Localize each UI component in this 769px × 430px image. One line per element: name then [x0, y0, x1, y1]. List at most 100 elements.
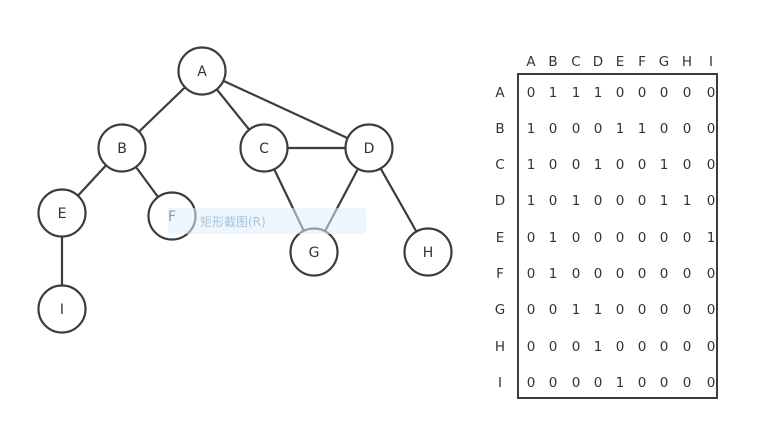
matrix-cell: 0	[660, 302, 669, 318]
matrix-cell: 0	[572, 230, 581, 246]
node-a: A	[177, 46, 227, 96]
matrix-cell: 0	[638, 230, 647, 246]
matrix-cell: 1	[594, 339, 603, 355]
matrix-cell: 0	[572, 266, 581, 282]
matrix-cell: 0	[683, 157, 692, 173]
column-header-g: G	[659, 54, 669, 70]
tooltip-text: 矩形截图(R)	[200, 215, 266, 229]
matrix-cell: 0	[616, 85, 625, 101]
node-b: B	[97, 123, 147, 173]
matrix-cell: 0	[660, 230, 669, 246]
row-header-b: B	[495, 121, 504, 137]
column-header-e: E	[616, 54, 625, 70]
matrix-cell: 1	[572, 302, 581, 318]
matrix-cell: 0	[660, 375, 669, 391]
node-circle	[239, 123, 289, 173]
node-circle	[37, 188, 87, 238]
matrix-cell: 1	[527, 121, 536, 137]
tooltip-background	[168, 208, 366, 234]
matrix-cell: 0	[527, 302, 536, 318]
node-d: D	[344, 123, 394, 173]
node-e: E	[37, 188, 87, 238]
row-header-e: E	[496, 230, 505, 246]
matrix-cell: 1	[572, 85, 581, 101]
matrix-cell: 0	[549, 157, 558, 173]
matrix-cell: 0	[616, 157, 625, 173]
row-header-h: H	[495, 339, 505, 355]
node-label: E	[58, 206, 67, 222]
matrix-cell: 0	[707, 121, 716, 137]
matrix-cell: 0	[638, 193, 647, 209]
column-header-c: C	[571, 54, 580, 70]
column-header-i: I	[709, 54, 713, 70]
matrix-cell: 0	[660, 121, 669, 137]
matrix-cell: 0	[707, 375, 716, 391]
node-label: D	[364, 141, 375, 157]
matrix-cell: 0	[616, 230, 625, 246]
matrix-cell: 0	[638, 266, 647, 282]
matrix-cell: 0	[549, 339, 558, 355]
matrix-cell: 0	[572, 121, 581, 137]
matrix-cell: 0	[616, 193, 625, 209]
matrix-cell: 0	[594, 121, 603, 137]
matrix-cell: 0	[549, 375, 558, 391]
graph-edges	[60, 70, 429, 309]
row-header-f: F	[496, 266, 504, 282]
matrix-cell: 1	[638, 121, 647, 137]
matrix-cell: 1	[527, 193, 536, 209]
matrix-cell: 1	[594, 157, 603, 173]
matrix-cell: 0	[660, 266, 669, 282]
matrix-cell: 1	[660, 157, 669, 173]
matrix-cell: 0	[683, 375, 692, 391]
matrix-cell: 0	[638, 375, 647, 391]
column-header-a: A	[526, 54, 536, 70]
matrix-cell: 0	[549, 193, 558, 209]
matrix-frame	[517, 73, 718, 399]
matrix-cell: 0	[616, 266, 625, 282]
matrix-cell: 1	[616, 375, 625, 391]
matrix-cell: 0	[707, 193, 716, 209]
matrix-cell: 0	[527, 375, 536, 391]
row-header-a: A	[495, 85, 505, 101]
matrix-cell: 0	[594, 266, 603, 282]
node-circle	[37, 284, 87, 334]
node-circle	[403, 227, 453, 277]
matrix-cell: 0	[683, 266, 692, 282]
matrix-cell: 0	[707, 85, 716, 101]
row-header-i: I	[498, 375, 502, 391]
row-header-g: G	[495, 302, 505, 318]
node-g: G	[289, 227, 339, 277]
matrix-cell: 0	[594, 375, 603, 391]
matrix-cell: 0	[616, 302, 625, 318]
matrix-cell: 0	[707, 302, 716, 318]
matrix-cell: 0	[638, 85, 647, 101]
column-header-h: H	[682, 54, 692, 70]
matrix-cell: 1	[594, 302, 603, 318]
node-label: C	[259, 141, 269, 157]
matrix-cell: 0	[527, 230, 536, 246]
node-h: H	[403, 227, 453, 277]
node-label: H	[423, 245, 434, 261]
matrix-cell: 1	[707, 230, 716, 246]
node-label: I	[60, 302, 64, 318]
matrix-cell: 0	[572, 157, 581, 173]
matrix-cell: 0	[683, 302, 692, 318]
node-label: A	[197, 64, 207, 80]
column-header-f: F	[638, 54, 646, 70]
matrix-cell: 0	[594, 230, 603, 246]
matrix-cell: 0	[594, 193, 603, 209]
matrix-cell: 1	[549, 266, 558, 282]
matrix-cell: 0	[572, 375, 581, 391]
matrix-cell: 0	[707, 157, 716, 173]
row-header-c: C	[495, 157, 504, 173]
matrix-cell: 0	[549, 121, 558, 137]
matrix-cell: 0	[549, 302, 558, 318]
matrix-cell: 1	[594, 85, 603, 101]
matrix-cell: 1	[527, 157, 536, 173]
